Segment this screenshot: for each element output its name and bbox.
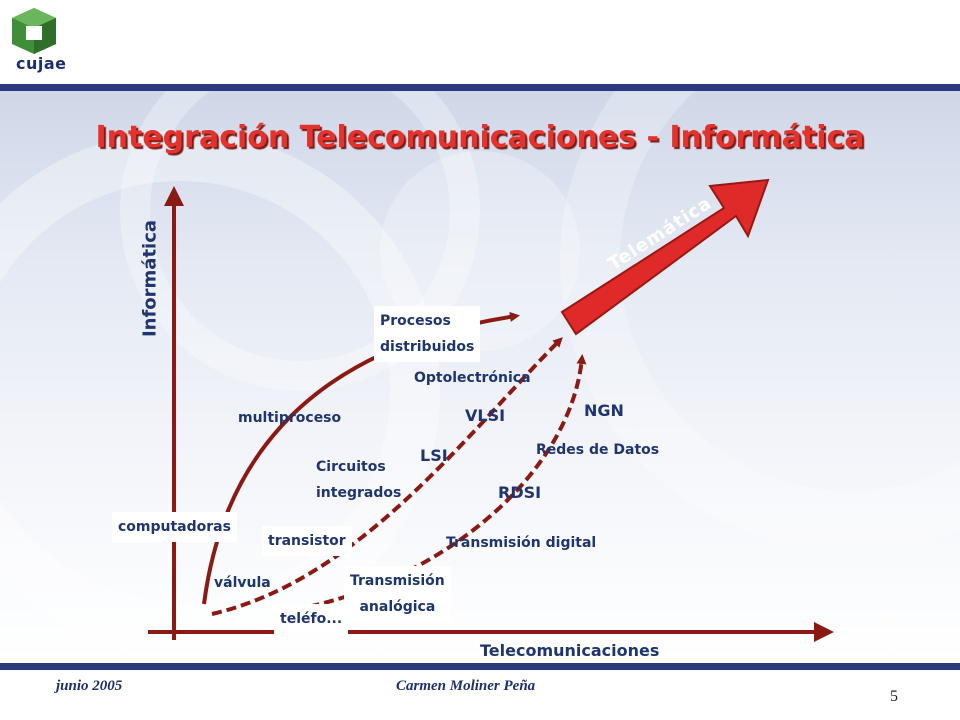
label-telefono: teléfo... <box>274 604 349 634</box>
label-computadoras: computadoras <box>112 512 237 542</box>
curve-electronica <box>211 337 563 616</box>
top-band <box>0 84 960 91</box>
label-valvula: válvula <box>214 575 271 591</box>
slide-title: Integración Telecomunicaciones - Informá… <box>95 120 865 155</box>
logo-text: cujae <box>16 54 67 73</box>
cujae-logo-icon <box>12 8 56 54</box>
label-circuitos-integrados: Circuitos integrados <box>316 459 402 501</box>
label-vlsi: VLSI <box>465 406 506 425</box>
label-rdsi: RDSI <box>498 483 542 502</box>
label-ngn: NGN <box>584 401 624 420</box>
x-axis-label: Telecomunicaciones <box>480 641 660 660</box>
curve-telecomunicaciones <box>279 354 587 614</box>
footer-author: Carmen Moliner Peña <box>396 678 536 694</box>
label-lsi: LSI <box>420 446 448 465</box>
label-transmision-digital: Transmisión digital <box>446 535 597 551</box>
x-axis-arrowhead <box>814 622 834 642</box>
footer-date: junio 2005 <box>56 678 123 694</box>
label-redes-de-datos: Redes de Datos <box>536 442 660 458</box>
y-axis-arrowhead <box>164 186 184 206</box>
label-transistor: transistor <box>262 526 352 556</box>
label-optolectronica: Optolectrónica <box>414 370 531 386</box>
bottom-band <box>0 663 960 670</box>
label-multiproceso: multiproceso <box>238 410 342 426</box>
page-number: 5 <box>890 688 898 705</box>
slide-background <box>0 91 960 661</box>
y-axis-label: Informática <box>139 219 161 338</box>
telematica-arrow <box>560 178 770 336</box>
label-procesos-distribuidos: Procesos distribuidos <box>374 306 481 362</box>
label-transmision-analogica: Transmisión analógica <box>344 566 451 622</box>
